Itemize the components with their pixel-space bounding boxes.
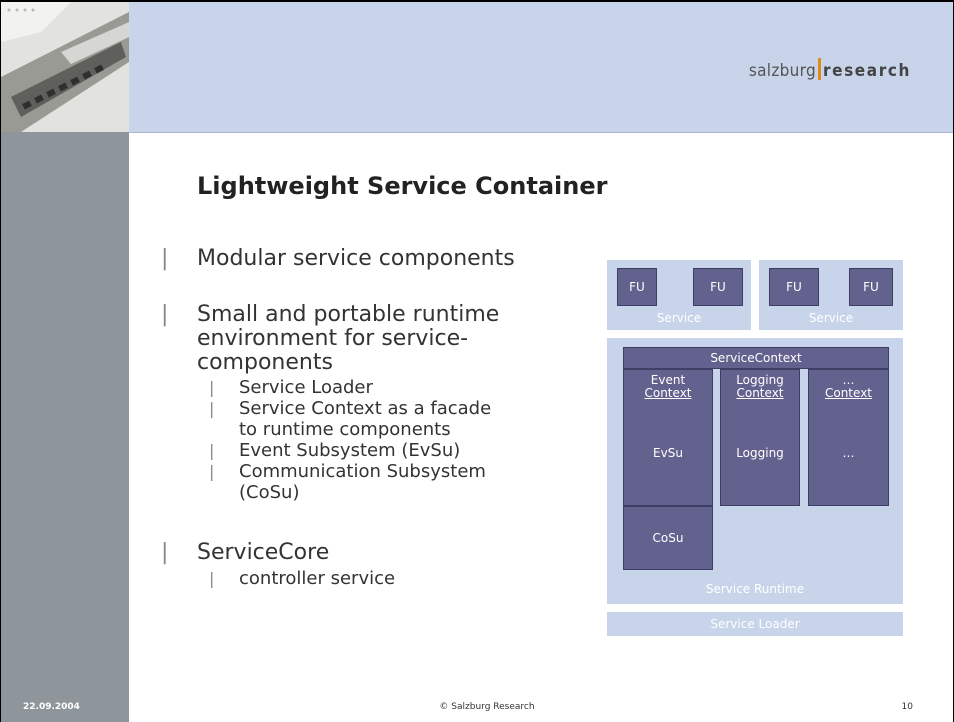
service-runtime-label: Service Runtime [705,582,805,596]
header-photo [1,2,129,132]
sub-bullet-item: | controller service [151,568,591,589]
footer-date: 22.09.2004 [23,702,80,712]
architecture-diagram: FU FU Service FU FU Service ServiceConte… [607,260,903,636]
bullet-list: | Modular service components | Small and… [151,247,591,590]
logo-text-right: research [822,61,911,81]
sub-bullet-text: Service Loader [239,377,373,398]
service-loader-bar: Service Loader [607,612,903,636]
sub-bullet-item: | Service Loader [151,377,591,398]
bullet-text: ServiceCore [197,540,330,565]
bullet-marker: | [209,378,215,397]
bullet-text: Small and portable runtime environment f… [197,302,500,375]
context-title: Logging [736,373,784,387]
left-sidebar [1,132,129,722]
footer-copyright: © Salzburg Research [439,702,535,712]
service-box: FU FU Service [759,260,903,330]
context-header: Event Context [624,374,712,400]
slide-title: Lightweight Service Container [197,172,608,200]
event-context-box: Event Context EvSu [623,369,713,506]
context-title: … [842,373,855,387]
fu-box: FU [693,268,743,306]
bullet-marker: | [209,569,215,588]
logo-divider [817,58,821,80]
bullet-marker: | [209,462,215,481]
service-box: FU FU Service [607,260,751,330]
service-context-bar: ServiceContext [623,347,889,369]
bullet-marker: | [161,302,169,327]
sub-bullet-text: Service Context as a facade to runtime c… [239,398,492,440]
logging-context-box: Logging Context Logging [720,369,800,506]
footer-page-number: 10 [901,702,913,712]
service-label: Service [656,311,702,325]
sub-bullet-item: | Service Context as a facade to runtime… [151,398,499,440]
subsystem-label: … [842,446,855,460]
subsystem-label: Logging [736,446,784,460]
subsystem-label: EvSu [653,446,683,460]
sub-bullet-text: Communication Subsystem (CoSu) [239,461,486,503]
context-subtitle: Context [736,386,784,400]
salzburg-research-logo: salzburg research [748,58,911,82]
cosu-box: CoSu [623,506,713,570]
sub-bullet-text: Event Subsystem (EvSu) [239,440,461,461]
sub-bullet-item: | Communication Subsystem (CoSu) [151,461,529,503]
keyboard-photo-icon [1,2,129,132]
bullet-marker: | [161,540,169,565]
bullet-marker: | [209,441,215,460]
context-header: Logging Context [721,374,799,400]
service-label: Service [808,311,854,325]
fu-box: FU [769,268,819,306]
sub-bullet-text: controller service [239,568,396,589]
fu-box: FU [617,268,657,306]
context-header: … Context [809,374,888,400]
bullet-item: | ServiceCore [151,541,591,565]
bullet-item: | Small and portable runtime environment… [151,303,557,375]
header-band: salzburg research [129,2,953,133]
other-context-box: … Context … [808,369,889,506]
context-subtitle: Context [824,386,872,400]
bullet-marker: | [209,399,215,418]
bullet-marker: | [161,246,169,271]
bullet-item: | Modular service components [151,247,591,271]
sub-bullet-item: | Event Subsystem (EvSu) [151,440,591,461]
context-subtitle: Context [644,386,692,400]
fu-box: FU [849,268,893,306]
bullet-text: Modular service components [197,246,515,271]
service-runtime-box: ServiceContext Event Context EvSu Loggin… [607,338,903,604]
context-title: Event [650,373,686,387]
logo-text-left: salzburg [748,61,816,81]
